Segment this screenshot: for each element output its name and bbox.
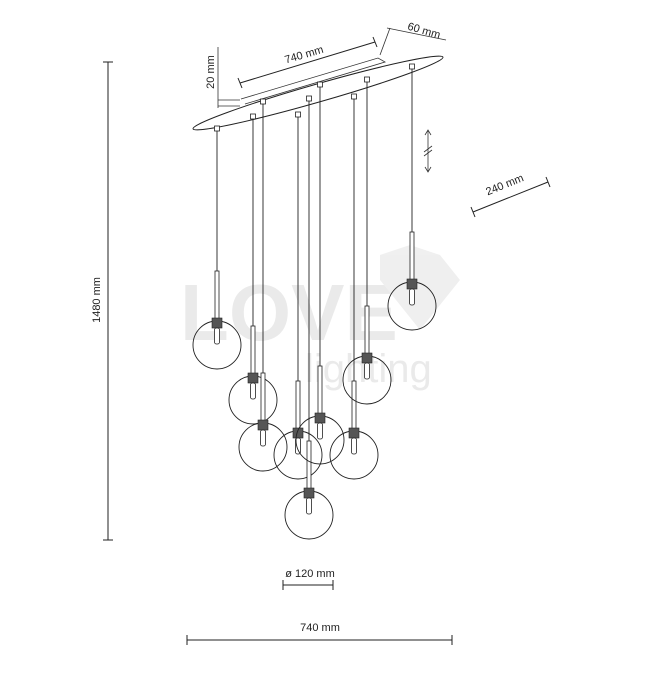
rod	[364, 305, 370, 355]
ceiling-hook	[364, 76, 370, 83]
ceiling-hook	[409, 63, 415, 70]
pendant	[238, 98, 288, 472]
ceiling-hook	[260, 98, 266, 105]
ceiling-hook	[295, 111, 301, 118]
dimension-tick	[237, 77, 243, 89]
bulb	[260, 429, 266, 447]
ceiling-hook	[306, 95, 312, 102]
bulb	[409, 288, 415, 306]
rod	[306, 440, 312, 490]
ceiling-hook	[317, 81, 323, 88]
canopy-height-label: 20 mm	[205, 55, 217, 89]
dimension-tick	[470, 206, 476, 218]
dimension-tick	[545, 176, 551, 188]
bulb	[317, 422, 323, 440]
rod	[250, 325, 256, 375]
overall-width-label: 740 mm	[300, 622, 340, 634]
globe-diameter-dimension: ø 120 mm	[282, 568, 335, 590]
canopy-width-line	[386, 27, 447, 41]
pendant	[228, 113, 278, 425]
rod	[214, 270, 220, 320]
canopy-base	[240, 57, 387, 105]
rod	[317, 365, 323, 415]
socket	[257, 419, 269, 431]
bulb	[214, 327, 220, 345]
dimension-tick	[372, 36, 378, 48]
pendant	[273, 111, 323, 480]
bulb	[250, 382, 256, 400]
overall-width-dimension: 740 mm	[186, 622, 453, 645]
bulb	[364, 362, 370, 380]
ceiling-hook	[250, 113, 256, 120]
depth-line	[472, 181, 549, 213]
rod	[295, 380, 301, 430]
pendant	[295, 81, 345, 465]
socket	[303, 487, 315, 499]
rod	[409, 231, 415, 281]
bulb	[351, 437, 357, 455]
socket	[361, 352, 373, 364]
depth-label: 240 mm	[484, 172, 525, 198]
socket	[211, 317, 223, 329]
extension-line	[379, 27, 391, 56]
watermark-heart-icon	[380, 245, 460, 330]
double-arrow-icon	[423, 129, 433, 173]
rod	[351, 380, 357, 430]
socket	[406, 278, 418, 290]
bulb	[306, 497, 312, 515]
globe-diameter-label: ø 120 mm	[285, 568, 335, 580]
canopy-width-dimension: 60 mm	[379, 21, 447, 56]
canopy-width-label: 60 mm	[406, 21, 442, 42]
bulb	[295, 437, 301, 455]
ceiling-hook	[214, 125, 220, 132]
canopy	[192, 55, 444, 131]
canopy-length-line	[239, 41, 376, 84]
depth-dimension: 240 mm	[470, 172, 551, 218]
pendant	[342, 76, 392, 405]
socket	[348, 427, 360, 439]
canopy-length-dimension: 740 mm	[237, 36, 378, 89]
ceiling-hook	[351, 93, 357, 100]
adjustable-cable-icon	[423, 129, 433, 173]
pendant	[284, 95, 334, 540]
height-label: 1480 mm	[91, 277, 103, 323]
height-dimension: 1480 mm	[91, 61, 113, 541]
pendant	[329, 93, 379, 480]
socket	[247, 372, 259, 384]
rod	[260, 372, 266, 422]
pendant	[387, 63, 437, 331]
canopy-plate	[192, 55, 444, 131]
pendants	[192, 63, 437, 540]
canopy-height-dimension: 20 mm	[205, 47, 240, 108]
socket	[314, 412, 326, 424]
pendant	[192, 125, 242, 370]
